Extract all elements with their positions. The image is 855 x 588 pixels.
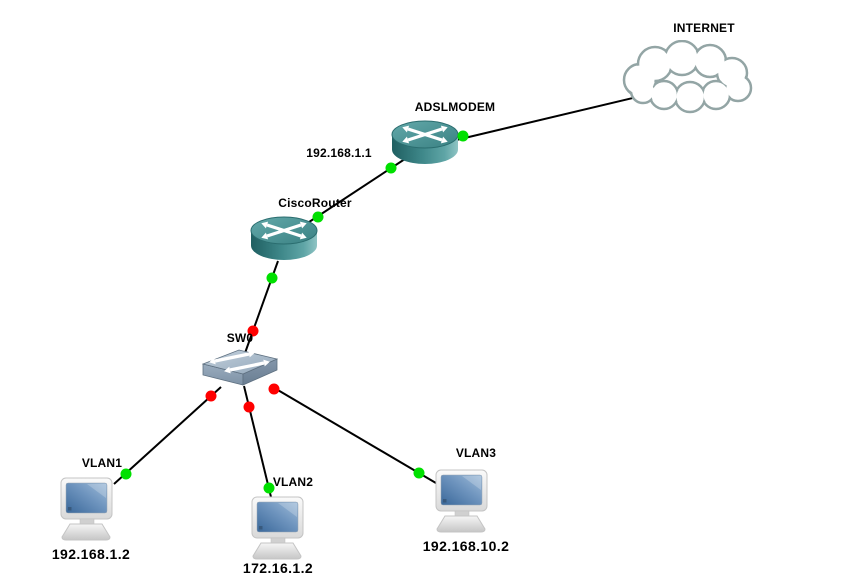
link-status-dot-up <box>413 467 425 479</box>
node-label-ciscorouter: CiscoRouter <box>278 196 352 210</box>
ip-label-vlan1: 192.168.1.2 <box>51 546 131 562</box>
link-status-dot-down <box>243 401 255 413</box>
node-internet[interactable] <box>610 40 760 114</box>
router-icon <box>391 120 459 164</box>
node-label-adslmodem: ADSLMODEM <box>414 100 496 114</box>
node-label-vlan1: VLAN1 <box>81 456 123 470</box>
switch-icon <box>202 349 278 386</box>
link-status-dot-up <box>120 468 132 480</box>
link-sw0-vlan2[interactable] <box>243 385 272 498</box>
pc-icon <box>435 469 488 533</box>
ip-label-vlan3: 192.168.10.2 <box>422 538 510 554</box>
node-label-vlan2: VLAN2 <box>272 475 314 489</box>
link-status-dot-up <box>457 130 469 142</box>
pc-icon <box>60 477 113 541</box>
link-status-dot-up <box>266 272 278 284</box>
pc-icon <box>251 496 304 560</box>
node-label-sw0: SW0 <box>226 331 254 345</box>
node-adslmodem[interactable] <box>391 120 459 165</box>
ip-label-vlan2: 172.16.1.2 <box>242 560 314 576</box>
ip-label-adslmodem: 192.168.1.1 <box>306 146 372 160</box>
node-vlan1[interactable] <box>57 477 119 541</box>
router-icon <box>250 216 318 260</box>
node-label-vlan3: VLAN3 <box>455 446 497 460</box>
node-label-internet: INTERNET <box>673 21 735 35</box>
node-vlan2[interactable] <box>248 496 310 560</box>
link-sw0-vlan1[interactable] <box>113 386 222 485</box>
node-ciscorouter[interactable] <box>250 216 318 261</box>
node-vlan3[interactable] <box>432 469 494 533</box>
link-adslmodem-ciscorouter[interactable] <box>302 154 412 227</box>
link-sw0-vlan3[interactable] <box>270 385 442 487</box>
link-status-dot-down <box>205 390 217 402</box>
node-sw0[interactable] <box>202 349 278 386</box>
cloud-icon <box>622 40 753 114</box>
